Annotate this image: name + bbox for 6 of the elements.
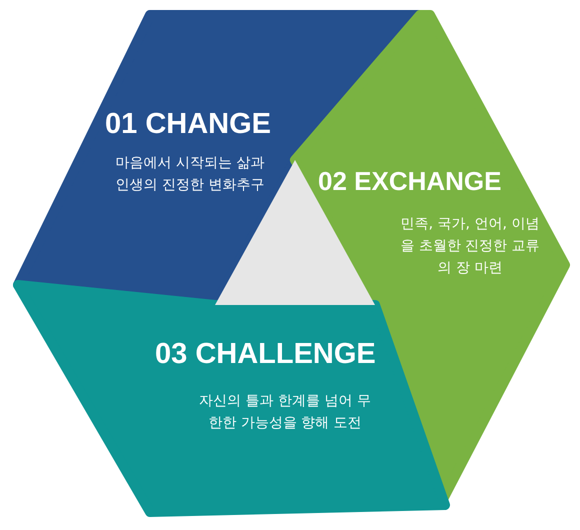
segment-description: 자신의 틀과 한계를 넘어 무한한 가능성을 향해 도전 [198,392,372,433]
segment-description: 마음에서 시작되는 삶과 인생의 진정한 변화추구 [115,154,265,195]
segment-heading: 03 CHALLENGE [155,338,376,371]
segment-heading: 02 EXCHANGE [318,166,502,197]
segment-heading: 01 CHANGE [105,108,271,141]
segment-description: 민족, 국가, 언어, 이념을 초월한 진정한 교류의 장 마련 [399,215,541,278]
